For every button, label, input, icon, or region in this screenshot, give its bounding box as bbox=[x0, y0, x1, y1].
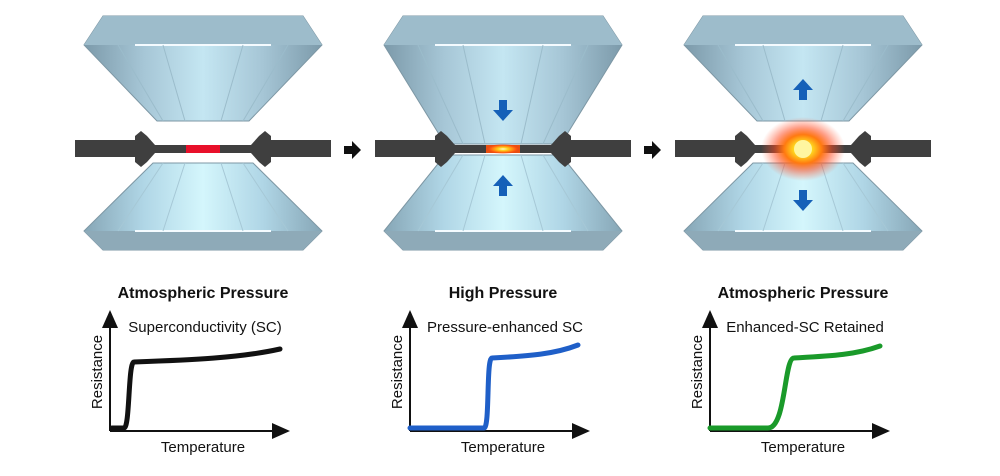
gasket-bump bbox=[551, 131, 571, 167]
up-arrow-icon bbox=[793, 79, 813, 100]
right-arrow-icon bbox=[344, 141, 361, 159]
down-arrow-icon bbox=[793, 190, 813, 211]
x-axis-label: Temperature bbox=[461, 439, 545, 456]
right-arrow-icon bbox=[644, 141, 661, 159]
diamond-crown bbox=[684, 231, 922, 250]
diamond-crown bbox=[84, 231, 322, 250]
panel-title: Atmospheric Pressure bbox=[118, 285, 289, 302]
sample-glow bbox=[486, 144, 520, 154]
diamond-crown bbox=[384, 231, 622, 250]
y-axis-label: Resistance bbox=[389, 335, 406, 409]
resistance-temperature-plot: Temperature Resistance Pressure-enhanced S… bbox=[389, 310, 590, 456]
bottom-diamond-anvil bbox=[83, 162, 323, 251]
resistance-temperature-plot: Temperature Resistance Superconductivity (… bbox=[89, 310, 290, 456]
panel-2: Temperature Resistance Pressure-enhanced S… bbox=[375, 15, 631, 456]
bottom-diamond-anvil bbox=[683, 162, 923, 251]
diamond-facets bbox=[417, 154, 589, 232]
y-axis-label: Resistance bbox=[689, 335, 706, 409]
gasket-bump bbox=[435, 131, 455, 167]
y-axis-label: Resistance bbox=[89, 335, 106, 409]
panel-3: Temperature Resistance Enhanced-SC Retaine… bbox=[675, 15, 931, 456]
top-diamond-anvil bbox=[83, 15, 323, 122]
diamond-facets bbox=[117, 162, 289, 232]
transition-arrow bbox=[344, 141, 361, 159]
gasket-right bbox=[859, 140, 931, 157]
diamond-crown bbox=[684, 16, 922, 45]
gasket-bump bbox=[135, 131, 155, 167]
transition-arrow bbox=[644, 141, 661, 159]
x-axis-label: Temperature bbox=[761, 439, 845, 456]
resistance-curve bbox=[707, 343, 883, 431]
gasket-bump bbox=[851, 131, 871, 167]
diamond-facets bbox=[417, 44, 589, 145]
up-arrow-icon bbox=[493, 175, 513, 196]
gasket-left bbox=[75, 140, 147, 157]
gasket-left bbox=[375, 140, 447, 157]
resistance-temperature-plot: Temperature Resistance Enhanced-SC Retaine… bbox=[689, 310, 890, 456]
curve-label: Enhanced-SC Retained bbox=[726, 319, 884, 336]
gasket-bump bbox=[735, 131, 755, 167]
curve-label: Superconductivity (SC) bbox=[128, 319, 281, 336]
diamond-facets bbox=[117, 44, 289, 122]
resistance-curve bbox=[109, 346, 283, 431]
panel-title: Atmospheric Pressure bbox=[718, 285, 889, 302]
resistance-curve bbox=[407, 342, 581, 431]
top-diamond-anvil bbox=[683, 15, 923, 122]
diamond-crown bbox=[384, 16, 622, 45]
down-arrow-icon bbox=[493, 100, 513, 121]
gasket-bump bbox=[251, 131, 271, 167]
x-axis-label: Temperature bbox=[161, 439, 245, 456]
bottom-diamond-anvil bbox=[383, 154, 623, 251]
curve-label: Pressure-enhanced SC bbox=[427, 319, 583, 336]
top-diamond-anvil bbox=[383, 15, 623, 145]
sample-core bbox=[794, 140, 812, 158]
diamond-facets bbox=[717, 162, 889, 232]
gasket-right bbox=[559, 140, 631, 157]
diamond-facets bbox=[717, 44, 889, 122]
gasket-right bbox=[259, 140, 331, 157]
panel-1: Temperature Resistance Superconductivity (… bbox=[75, 15, 331, 456]
gasket-left bbox=[675, 140, 747, 157]
diamond-crown bbox=[84, 16, 322, 45]
panel-title: High Pressure bbox=[449, 285, 558, 302]
sample bbox=[186, 145, 220, 153]
